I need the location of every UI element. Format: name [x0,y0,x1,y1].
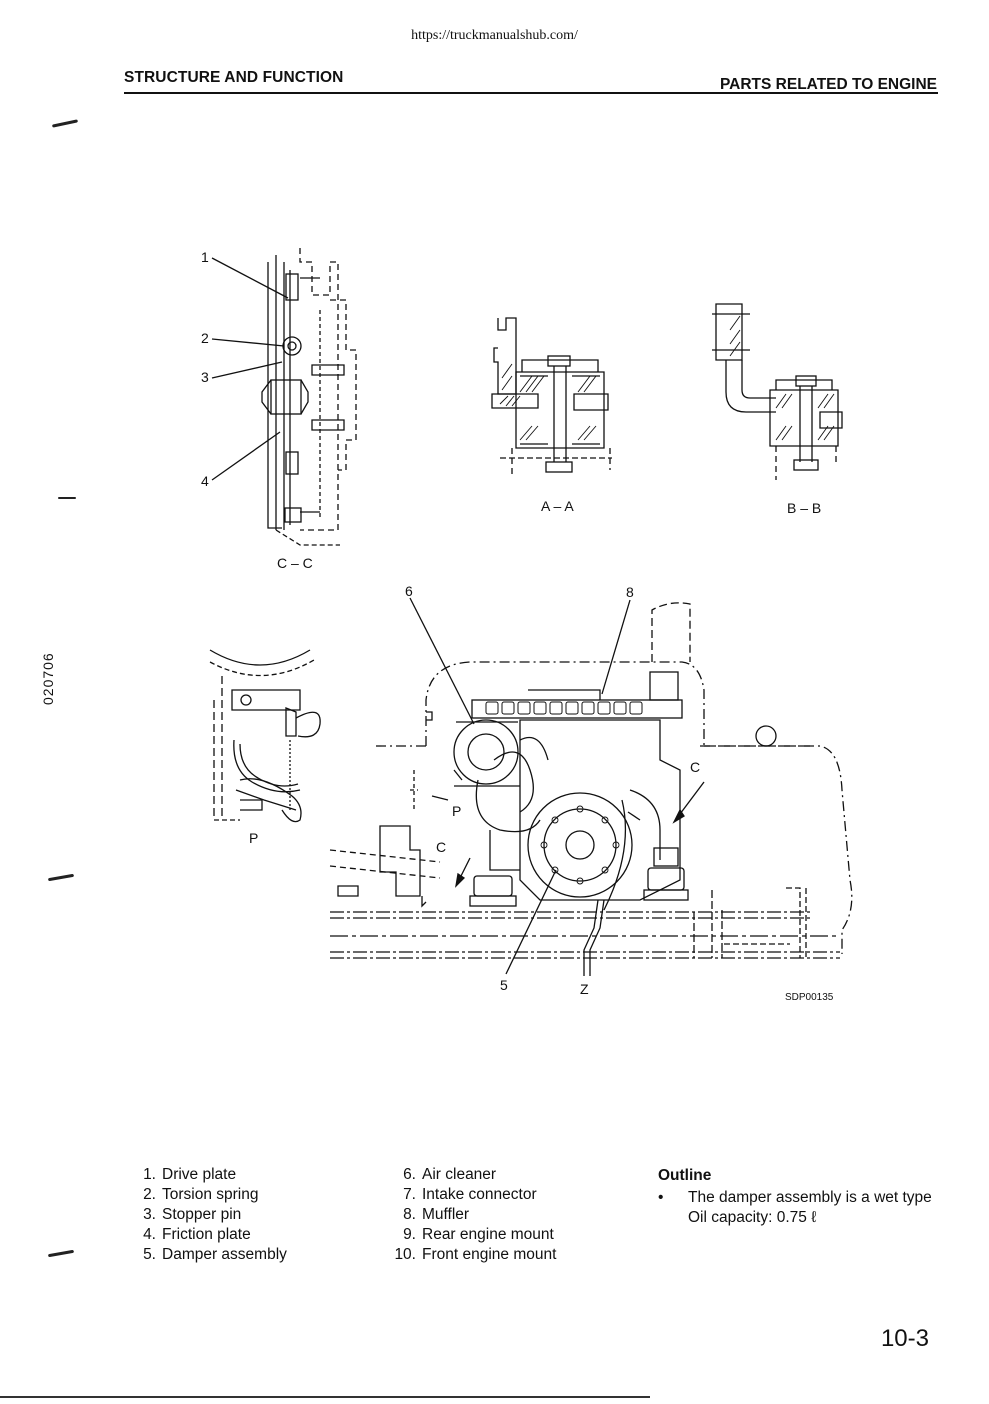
list-item: 7.Intake connector [403,1186,537,1203]
list-item: 9.Rear engine mount [403,1226,554,1243]
figure-code: SDP00135 [785,992,834,1003]
page-number: 10-3 [880,1325,929,1352]
list-item: 6.Air cleaner [403,1166,497,1183]
parts-list-right: 6.Air cleaner 7.Intake connector 8.Muffl… [392,1165,556,1265]
bullet: • [658,1189,664,1206]
label-c-left: C [436,839,446,855]
label-z: Z [580,981,589,997]
outline-heading: Outline [658,1167,712,1184]
list-item: 4.Friction plate [143,1226,251,1243]
list-item: 5.Damper assembly [143,1246,287,1263]
footer-rule [0,1396,650,1398]
list-item: 10.Front engine mount [394,1246,557,1263]
label-p: P [452,803,461,819]
label-c-right: C [690,759,700,775]
margin-mark [58,497,76,499]
section-cc-drawing [261,248,357,546]
list-item: 8.Muffler [403,1206,470,1223]
section-bb-drawing [712,303,843,480]
outline-body: • The damper assembly is a wet type Oil … [658,1188,948,1228]
callout-4: 4 [201,473,209,489]
outline-text: The damper assembly is a wet type [688,1189,932,1206]
section-aa-drawing [491,317,612,478]
view-label-cc: C – C [277,555,313,571]
source-url: https://truckmanualshub.com/ [411,28,578,43]
list-item: 2.Torsion spring [143,1186,259,1203]
callout-2: 2 [201,330,209,346]
detail-p-drawing [209,649,321,823]
engine-assembly-drawing [329,602,853,976]
section-title: STRUCTURE AND FUNCTION [124,69,344,86]
list-item: 1.Drive plate [143,1166,237,1183]
callout-5: 5 [500,977,508,993]
view-label-p: P [249,830,258,846]
callout-1: 1 [201,249,209,265]
header-rule [124,92,938,94]
list-item: 3.Stopper pin [143,1206,242,1223]
callout-3: 3 [201,369,209,385]
callout-8: 8 [626,584,634,600]
view-label-bb: B – B [787,500,821,516]
callout-6: 6 [405,583,413,599]
topic-title: PARTS RELATED TO ENGINE [719,76,937,93]
view-label-aa: A – A [541,498,574,514]
parts-list-left: 1.Drive plate 2.Torsion spring 3.Stopper… [132,1165,287,1265]
oil-capacity: Oil capacity: 0.75 ℓ [688,1209,817,1226]
